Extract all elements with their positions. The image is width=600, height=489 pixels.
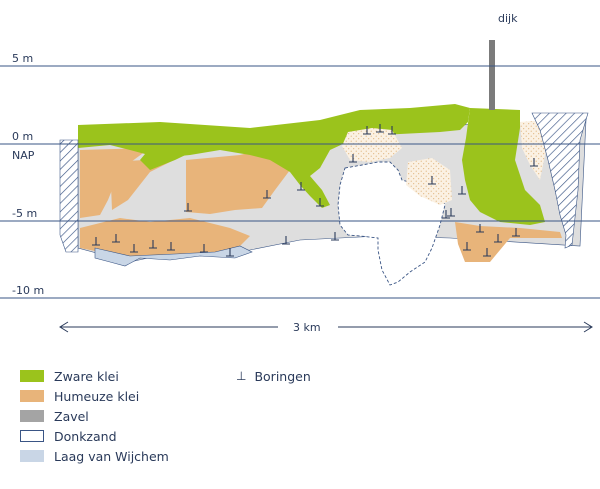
label-minus10m: -10 m <box>12 284 44 297</box>
zware-klei-right <box>462 108 545 225</box>
swatch-humeuze-klei <box>20 390 44 402</box>
boring-4 <box>149 240 157 249</box>
boring-11 <box>297 182 305 191</box>
hatch-left <box>59 139 79 253</box>
legend-laag-van-wijchem: Laag van Wijchem <box>20 448 169 464</box>
boring-14 <box>349 154 357 163</box>
boring-8 <box>226 248 234 257</box>
boring-17 <box>388 126 396 135</box>
laag-van-wijchem <box>94 245 253 267</box>
boring-21 <box>458 186 466 195</box>
sand-lens-dotted-2 <box>406 158 452 205</box>
dike-label: dijk <box>498 12 518 25</box>
boring-22 <box>463 242 471 251</box>
legend-zware-klei: Zware klei <box>20 368 119 384</box>
boring-16 <box>376 124 384 133</box>
legend-label-humeuze-klei: Humeuze klei <box>54 388 140 404</box>
boring-5 <box>167 242 175 251</box>
legend-donkzand: Donkzand <box>20 428 117 444</box>
legend-label-laag-van-wijchem: Laag van Wijchem <box>54 448 169 464</box>
hatch-right <box>531 112 589 249</box>
legend-label-zavel: Zavel <box>54 408 89 424</box>
boring-7 <box>200 244 208 253</box>
sand-lens-dotted-3 <box>520 120 546 180</box>
label-5m: 5 m <box>12 52 33 65</box>
boring-18 <box>428 176 436 185</box>
swatch-zware-klei <box>20 370 44 382</box>
legend-label-boringen: Boringen <box>254 368 311 384</box>
arrow-right-icon <box>583 321 593 333</box>
legend-zavel: Zavel <box>20 408 89 424</box>
boring-12 <box>316 198 324 207</box>
humeuze-klei-lower-band <box>80 218 250 256</box>
boring-26 <box>512 228 520 237</box>
humeuze-klei-wedge <box>110 158 178 210</box>
legend-humeuze-klei: Humeuze klei <box>20 388 139 404</box>
boring-markers <box>92 124 538 257</box>
swatch-zavel <box>20 410 44 422</box>
boring-27 <box>530 158 538 167</box>
boring-9 <box>263 190 271 199</box>
arrow-left-icon <box>59 321 69 333</box>
boring-15 <box>363 126 371 135</box>
legend-boringen: ⊥ Boringen <box>236 368 311 384</box>
legend-label-zware-klei: Zware klei <box>54 368 119 384</box>
boring-25 <box>494 234 502 243</box>
swatch-laag-van-wijchem <box>20 450 44 462</box>
zware-klei-finger <box>140 148 200 170</box>
boring-13 <box>331 232 339 241</box>
boring-19 <box>442 210 450 219</box>
dike <box>489 40 495 110</box>
boring-20 <box>447 208 455 217</box>
boring-3 <box>130 244 138 253</box>
boring-23 <box>476 224 484 233</box>
label-nap: NAP <box>12 149 35 162</box>
boring-6 <box>184 203 192 212</box>
boring-2 <box>112 234 120 243</box>
boring-24 <box>483 248 491 257</box>
sand-lens-dotted-1 <box>342 128 402 162</box>
label-0m: 0 m <box>12 130 33 143</box>
scale-label: 3 km <box>293 321 321 334</box>
swatch-donkzand <box>20 430 44 442</box>
boring-10 <box>282 236 290 245</box>
scale-bar <box>59 321 593 333</box>
boring-icon: ⊥ <box>236 369 247 383</box>
label-minus5m: -5 m <box>12 207 37 220</box>
boring-1 <box>92 237 100 246</box>
legend-label-donkzand: Donkzand <box>54 428 117 444</box>
humeuze-klei-lens-left <box>80 148 150 218</box>
